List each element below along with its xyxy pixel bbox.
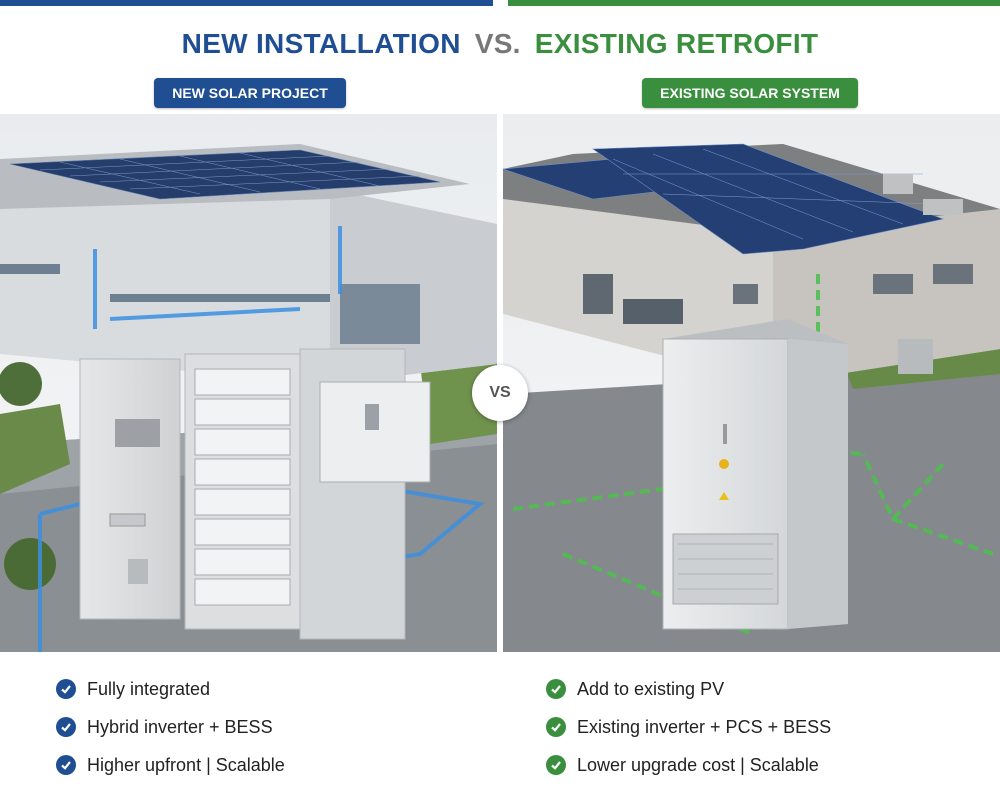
check-circle-icon	[546, 679, 566, 699]
new-installation-features: Fully integrated Hybrid inverter + BESS …	[56, 670, 285, 784]
title-vs: VS.	[474, 28, 521, 59]
existing-retrofit-features: Add to existing PV Existing inverter + P…	[546, 670, 831, 784]
title-new-installation: NEW INSTALLATION	[181, 28, 461, 59]
title-existing-retrofit: EXISTING RETROFIT	[534, 28, 819, 59]
check-circle-icon	[56, 717, 76, 737]
feature-item: Existing inverter + PCS + BESS	[546, 708, 831, 746]
feature-item: Lower upgrade cost | Scalable	[546, 746, 831, 784]
new-solar-project-badge: NEW SOLAR PROJECT	[154, 78, 346, 108]
existing-solar-system-badge: EXISTING SOLAR SYSTEM	[642, 78, 858, 108]
page-title: NEW INSTALLATION VS. EXISTING RETROFIT	[0, 28, 1000, 60]
new-installation-illustration	[0, 114, 497, 652]
existing-retrofit-illustration	[503, 114, 1000, 652]
check-circle-icon	[56, 755, 76, 775]
check-circle-icon	[546, 755, 566, 775]
feature-label: Add to existing PV	[577, 678, 725, 699]
feature-item: Higher upfront | Scalable	[56, 746, 285, 784]
feature-label: Lower upgrade cost | Scalable	[577, 754, 819, 775]
feature-label: Hybrid inverter + BESS	[87, 716, 273, 737]
vs-circle: VS	[472, 365, 528, 421]
feature-label: Fully integrated	[87, 678, 211, 699]
top-accent-bar-green	[508, 0, 1000, 6]
feature-item: Hybrid inverter + BESS	[56, 708, 285, 746]
feature-label: Higher upfront | Scalable	[87, 754, 285, 775]
feature-item: Fully integrated	[56, 670, 285, 708]
check-circle-icon	[56, 679, 76, 699]
top-accent-bar-blue	[0, 0, 493, 6]
check-circle-icon	[546, 717, 566, 737]
feature-item: Add to existing PV	[546, 670, 831, 708]
feature-label: Existing inverter + PCS + BESS	[577, 716, 832, 737]
